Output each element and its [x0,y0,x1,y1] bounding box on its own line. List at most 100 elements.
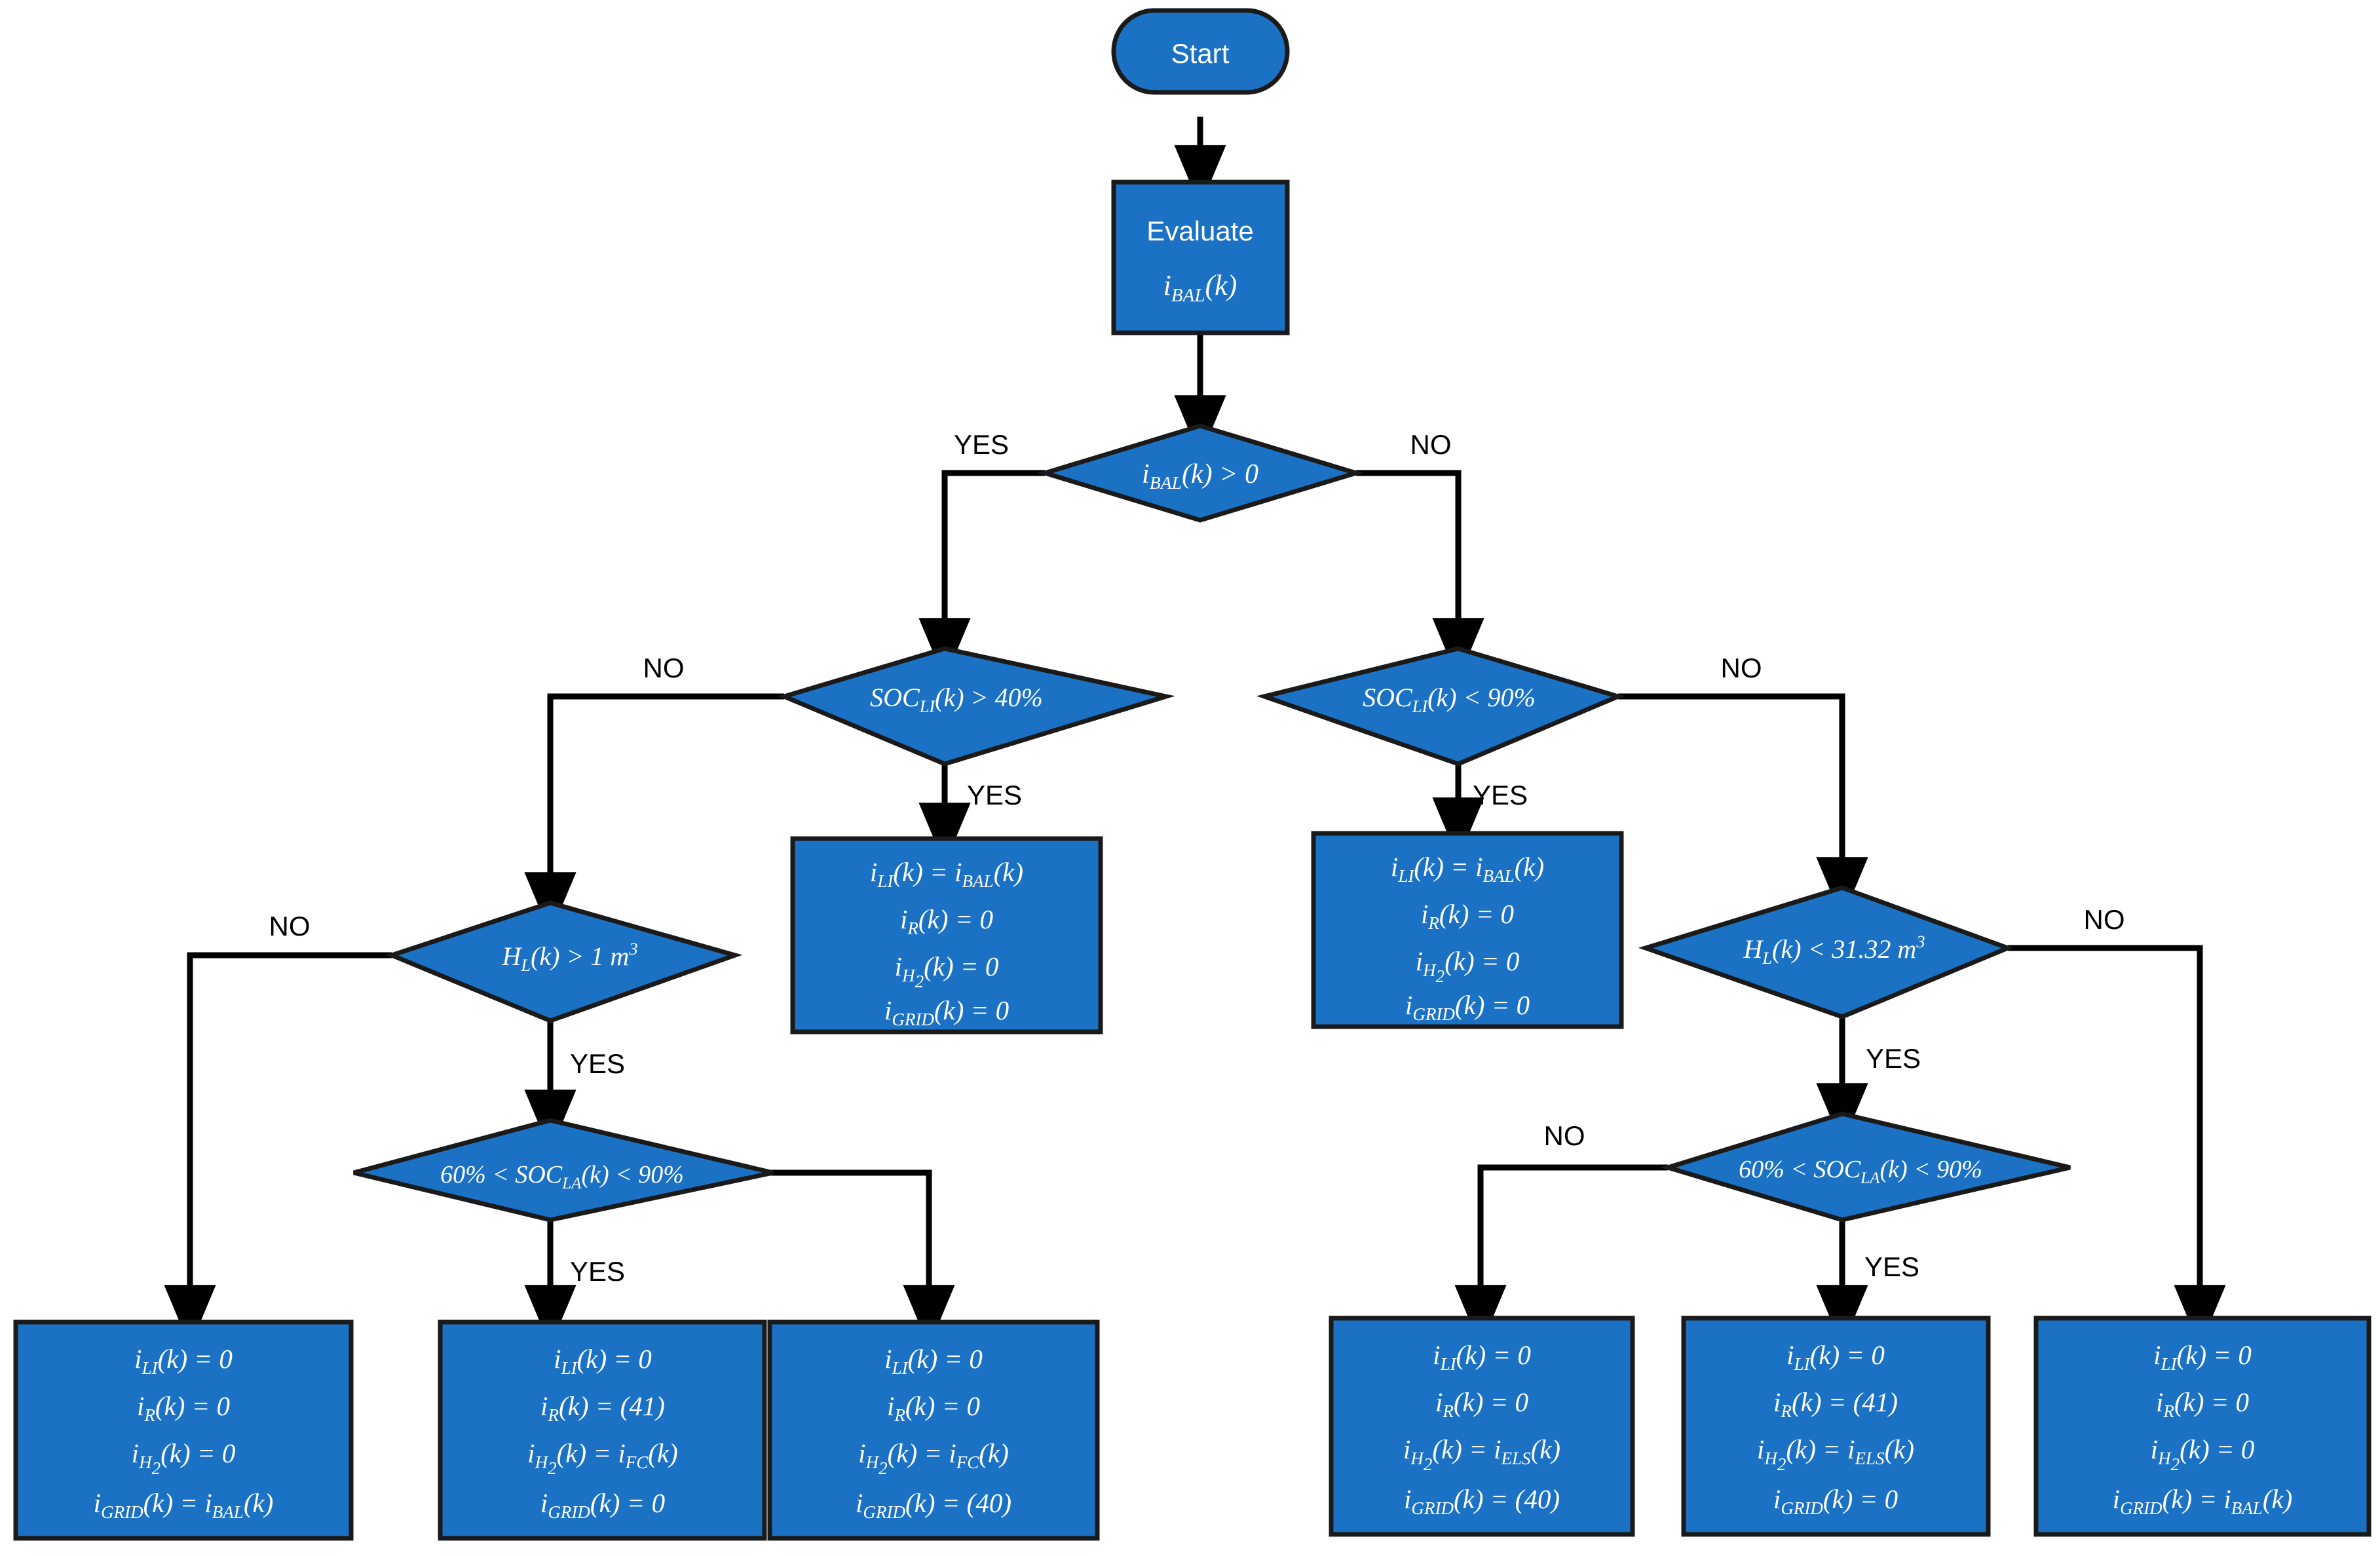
decision-socli-lt90-label: SOCLI(k) < 90% [1363,683,1536,716]
decision-socli-lt90-shape[interactable] [1256,646,1625,767]
result-line: iR(k) = 0 [137,1391,230,1425]
decision-socla-left-shape[interactable] [353,1118,774,1223]
edge-socla-right-no [1454,1164,1668,1347]
socla-left-post: (k) < 90% [581,1161,683,1188]
connector-layer [164,117,2226,1347]
decision-hl-gt1-label: HL(k) > 1 m3 [501,939,637,975]
edge-label-socla-right-yes: YES [1864,1251,1919,1282]
result-line: iH2(k) = iFC(k) [858,1438,1009,1478]
evaluate-ibal-tail: (k) [1205,269,1237,301]
socli40-sub: LI [919,696,936,716]
result-box-shape[interactable] [438,1319,767,1541]
result-box-els-grid40[interactable]: iLI(k) = 0 iR(k) = 0 iH2(k) = iELS(k) iG… [1329,1316,1635,1537]
dbal-sub: BAL [1150,472,1182,493]
edge-hl1-no [164,952,392,1347]
socla-left-sub: LA [561,1175,582,1192]
result-box-shape[interactable] [1681,1316,1991,1537]
edge-hl3132-no [2008,945,2226,1347]
result-line: iLI(k) = 0 [134,1344,233,1378]
node-decision-socli-lt90[interactable]: SOCLI(k) < 90% [1256,646,1625,767]
result-line: iR(k) = 0 [900,904,993,938]
hl3132-sub: L [1762,948,1772,968]
evaluate-ibal-sub: BAL [1171,285,1205,306]
result-line: iH2(k) = iELS(k) [1757,1434,1914,1474]
result-line: iR(k) = (41) [1773,1387,1898,1421]
decision-hl-lt3132-label: HL(k) < 31.32 m3 [1743,932,1925,968]
socli40-tail: (k) > 40% [935,683,1043,712]
edge-dbal-yes [918,470,1045,680]
result-box-shape[interactable] [1329,1316,1635,1537]
result-box-shape[interactable] [13,1319,354,1541]
result-box-shape[interactable] [2033,1316,2371,1537]
node-decision-hl-lt3132[interactable]: HL(k) < 31.32 m3 [1638,885,2014,1019]
node-evaluate[interactable]: Evaluate iBAL(k) [1111,180,1290,335]
result-box-els-41[interactable]: iLI(k) = 0 iR(k) = (41) iH2(k) = iELS(k)… [1681,1316,1991,1537]
result-line: iH2(k) = 0 [1416,946,1520,986]
start-label: Start [1171,38,1230,69]
socli90-sym: SOC [1363,683,1413,712]
result-line: iGRID(k) = (40) [856,1488,1011,1522]
result-line: iLI(k) = 0 [1433,1340,1531,1374]
hl3132-sup: 3 [1916,932,1925,951]
socla-right-post: (k) < 90% [1879,1156,1982,1183]
edge-label-socla-right-no: NO [1544,1120,1585,1151]
edge-label-hl1-no: NO [269,911,311,941]
evaluate-label-line2: iBAL(k) [1163,269,1237,306]
result-line: iH2(k) = 0 [132,1438,236,1478]
edge-label-bal-no: NO [1410,429,1452,460]
node-decision-socli-gt40[interactable]: SOCLI(k) > 40% [777,646,1175,767]
hl1-sub: L [520,955,531,975]
result-line: iGRID(k) = 0 [1773,1484,1898,1518]
result-line: iR(k) = 0 [2156,1387,2249,1421]
edge-label-socla-left-yes: YES [570,1256,625,1287]
hl3132-sym: H [1743,934,1764,964]
edge-label-layer: YES NO NO YES YES NO NO YES NO YES YES N… [269,429,2125,1287]
hl1-tail: (k) > 1 m [531,941,629,971]
result-box-shape[interactable] [767,1319,1100,1541]
node-start[interactable]: Start [1111,8,1290,95]
decision-hl-lt3132-shape[interactable] [1638,885,2014,1019]
evaluate-shape[interactable] [1111,180,1290,335]
decision-ibal-shape[interactable] [1036,423,1365,523]
result-box-shape[interactable] [790,836,1103,1034]
node-decision-hl-gt1[interactable]: HL(k) > 1 m3 [385,900,743,1023]
hl1-sym: H [501,941,522,971]
decision-socla-right-shape[interactable] [1659,1111,2071,1223]
edge-socla-left-out [723,1169,955,1347]
decision-socli-gt40-shape[interactable] [777,646,1175,767]
node-decision-socla-right[interactable]: 60% < SOCLA(k) < 90% [1659,1111,2071,1223]
node-decision-ibal[interactable]: iBAL(k) > 0 [1036,423,1365,523]
result-box-li-charge-left[interactable]: iLI(k) = iBAL(k) iR(k) = 0 iH2(k) = 0 iG… [790,836,1103,1034]
result-box-fc-41[interactable]: iLI(k) = 0 iR(k) = (41) iH2(k) = iFC(k) … [438,1319,767,1541]
result-line: iLI(k) = 0 [554,1344,652,1378]
result-line: iR(k) = 0 [887,1391,980,1425]
result-box-shape[interactable] [1311,831,1624,1029]
result-line: iR(k) = 0 [1435,1387,1528,1421]
edge-label-socli90-no: NO [1721,653,1762,683]
result-line: iGRID(k) = iBAL(k) [94,1488,274,1522]
result-box-grid-bal-right[interactable]: iLI(k) = 0 iR(k) = 0 iH2(k) = 0 iGRID(k)… [2033,1316,2371,1537]
result-line: iGRID(k) = iBAL(k) [2113,1484,2293,1518]
result-box-li-charge-right[interactable]: iLI(k) = iBAL(k) iR(k) = 0 iH2(k) = 0 iG… [1311,831,1624,1029]
decision-ibal-label: iBAL(k) > 0 [1142,459,1258,493]
edge-label-socli40-yes: YES [967,780,1022,810]
edge-label-socli90-yes: YES [1473,780,1528,810]
result-line: iGRID(k) = 0 [1405,990,1530,1024]
edge-label-bal-yes: YES [954,429,1009,460]
result-line: iH2(k) = iFC(k) [527,1438,678,1478]
dbal-tail: (k) > 0 [1182,459,1258,489]
evaluate-label-line1: Evaluate [1146,216,1253,246]
result-line: iLI(k) = 0 [1786,1340,1885,1374]
edge-socli40-no [524,693,784,934]
decision-socli-gt40-label: SOCLI(k) > 40% [870,683,1043,716]
result-line: iLI(k) = 0 [2153,1340,2252,1374]
result-box-fc-grid40[interactable]: iLI(k) = 0 iR(k) = 0 iH2(k) = iFC(k) iGR… [767,1319,1100,1541]
start-shape[interactable] [1111,8,1290,95]
decision-hl-gt1-shape[interactable] [385,900,743,1023]
edge-label-socli40-no: NO [643,653,685,683]
decision-socla-left-label: 60% < SOCLA(k) < 90% [440,1161,684,1192]
result-box-grid-bal-left[interactable]: iLI(k) = 0 iR(k) = 0 iH2(k) = 0 iGRID(k)… [13,1319,354,1541]
node-decision-socla-left[interactable]: 60% < SOCLA(k) < 90% [353,1118,774,1223]
